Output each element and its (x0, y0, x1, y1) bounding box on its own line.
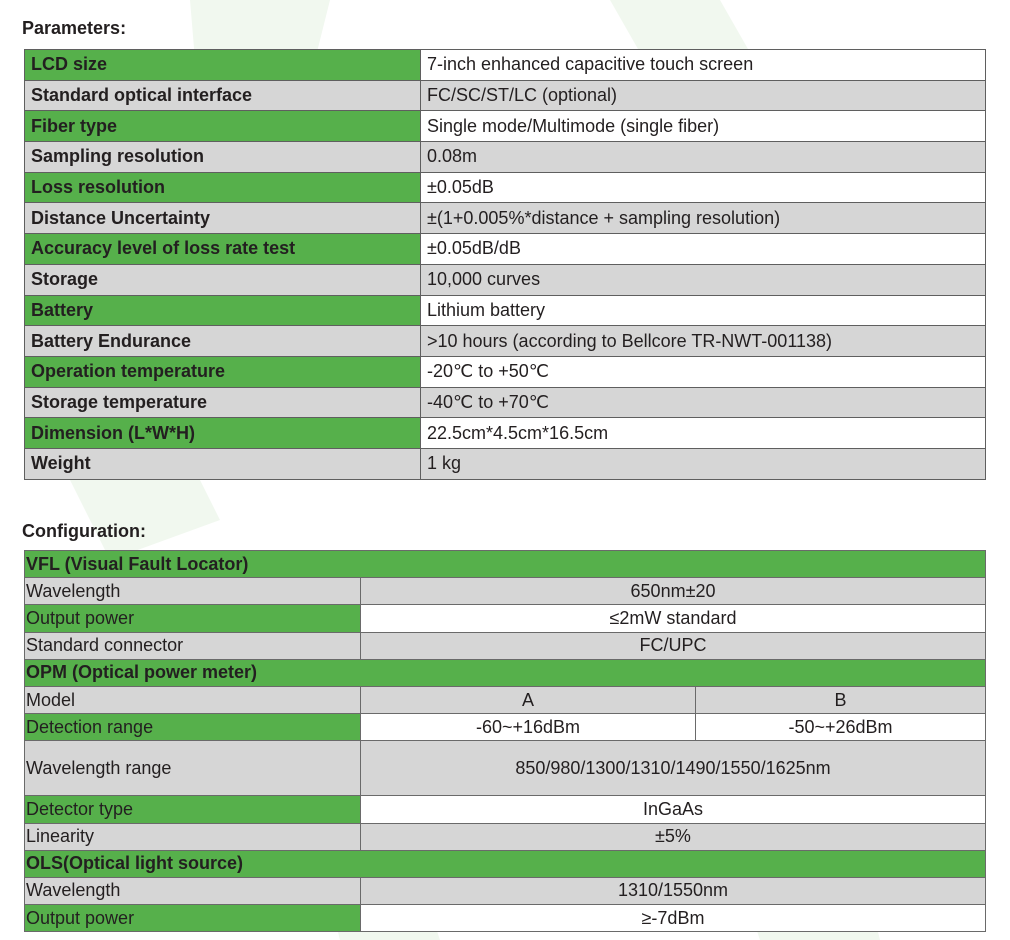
config-row: Model A B (24, 685, 986, 715)
config-value: ≤2mW standard (360, 604, 986, 633)
config-label: Model (24, 685, 361, 715)
param-value: 10,000 curves (420, 263, 986, 296)
param-value: 0.08m (420, 141, 986, 173)
param-value: Lithium battery (420, 294, 986, 327)
model-a: A (360, 685, 696, 715)
ols-section-header: OLS(Optical light source) (24, 849, 986, 878)
config-label: Detection range (24, 713, 361, 742)
param-value: FC/SC/ST/LC (optional) (420, 79, 986, 112)
opm-title: OPM (Optical power meter) (24, 658, 986, 687)
param-label: Fiber type (24, 110, 421, 143)
param-value: -40℃ to +70℃ (420, 386, 986, 419)
ols-title: OLS(Optical light source) (24, 849, 986, 878)
config-label: Output power (24, 904, 361, 933)
param-row: Operation temperature-20℃ to +50℃ (24, 355, 986, 388)
opm-section-header: OPM (Optical power meter) (24, 658, 986, 687)
config-row: Detection range -60~+16dBm -50~+26dBm (24, 713, 986, 742)
param-row: Accuracy level of loss rate test±0.05dB/… (24, 233, 986, 265)
param-value: ±(1+0.005%*distance + sampling resolutio… (420, 202, 986, 235)
param-label: Accuracy level of loss rate test (24, 233, 421, 265)
param-value: -20℃ to +50℃ (420, 355, 986, 388)
param-label: Dimension (L*W*H) (24, 417, 421, 449)
param-label: Sampling resolution (24, 141, 421, 173)
config-label: Wavelength range (24, 740, 361, 797)
config-label: Linearity (24, 822, 361, 851)
config-row: Wavelength 650nm±20 (24, 577, 986, 606)
config-row: Detector type InGaAs (24, 795, 986, 824)
param-label: Distance Uncertainty (24, 202, 421, 235)
config-label: Detector type (24, 795, 361, 824)
config-label: Output power (24, 604, 361, 633)
config-value: FC/UPC (360, 631, 986, 660)
param-label: LCD size (24, 49, 421, 81)
config-value: 850/980/1300/1310/1490/1550/1625nm (360, 740, 986, 797)
config-label: Standard connector (24, 631, 361, 660)
param-label: Storage temperature (24, 386, 421, 419)
param-label: Operation temperature (24, 355, 421, 388)
config-value: ±5% (360, 822, 986, 851)
configuration-heading: Configuration: (22, 521, 146, 541)
config-label: Wavelength (24, 876, 361, 906)
param-value: >10 hours (according to Bellcore TR-NWT-… (420, 325, 986, 357)
param-label: Battery Endurance (24, 325, 421, 357)
config-row: Output power ≥-7dBm (24, 904, 986, 933)
config-row: Linearity ±5% (24, 822, 986, 851)
config-value: 1310/1550nm (360, 876, 986, 906)
param-row: Loss resolution±0.05dB (24, 171, 986, 204)
model-b: B (695, 685, 986, 715)
param-label: Weight (24, 447, 421, 480)
param-label: Storage (24, 263, 421, 296)
param-value: 1 kg (420, 447, 986, 480)
config-row: Standard connector FC/UPC (24, 631, 986, 660)
param-value: Single mode/Multimode (single fiber) (420, 110, 986, 143)
param-label: Loss resolution (24, 171, 421, 204)
vfl-title: VFL (Visual Fault Locator) (24, 549, 986, 579)
config-value: 650nm±20 (360, 577, 986, 606)
config-row: Wavelength 1310/1550nm (24, 876, 986, 906)
param-value: 22.5cm*4.5cm*16.5cm (420, 417, 986, 449)
param-row: Storage temperature-40℃ to +70℃ (24, 386, 986, 419)
param-value: ±0.05dB/dB (420, 233, 986, 265)
parameters-heading: Parameters: (22, 18, 127, 38)
config-value: InGaAs (360, 795, 986, 824)
detection-range-b: -50~+26dBm (695, 713, 986, 742)
param-label: Standard optical interface (24, 79, 421, 112)
param-label: Battery (24, 294, 421, 327)
config-row: Wavelength range 850/980/1300/1310/1490/… (24, 740, 986, 797)
detection-range-a: -60~+16dBm (360, 713, 696, 742)
param-value: ±0.05dB (420, 171, 986, 204)
param-row: Dimension (L*W*H)22.5cm*4.5cm*16.5cm (24, 417, 986, 449)
param-row: Battery Endurance>10 hours (according to… (24, 325, 986, 357)
config-row: Output power ≤2mW standard (24, 604, 986, 633)
config-value: ≥-7dBm (360, 904, 986, 933)
vfl-section-header: VFL (Visual Fault Locator) (24, 549, 986, 579)
param-row: Distance Uncertainty±(1+0.005%*distance … (24, 202, 986, 235)
config-label: Wavelength (24, 577, 361, 606)
param-value: 7-inch enhanced capacitive touch screen (420, 49, 986, 81)
configuration-table: VFL (Visual Fault Locator) Wavelength 65… (24, 549, 986, 933)
